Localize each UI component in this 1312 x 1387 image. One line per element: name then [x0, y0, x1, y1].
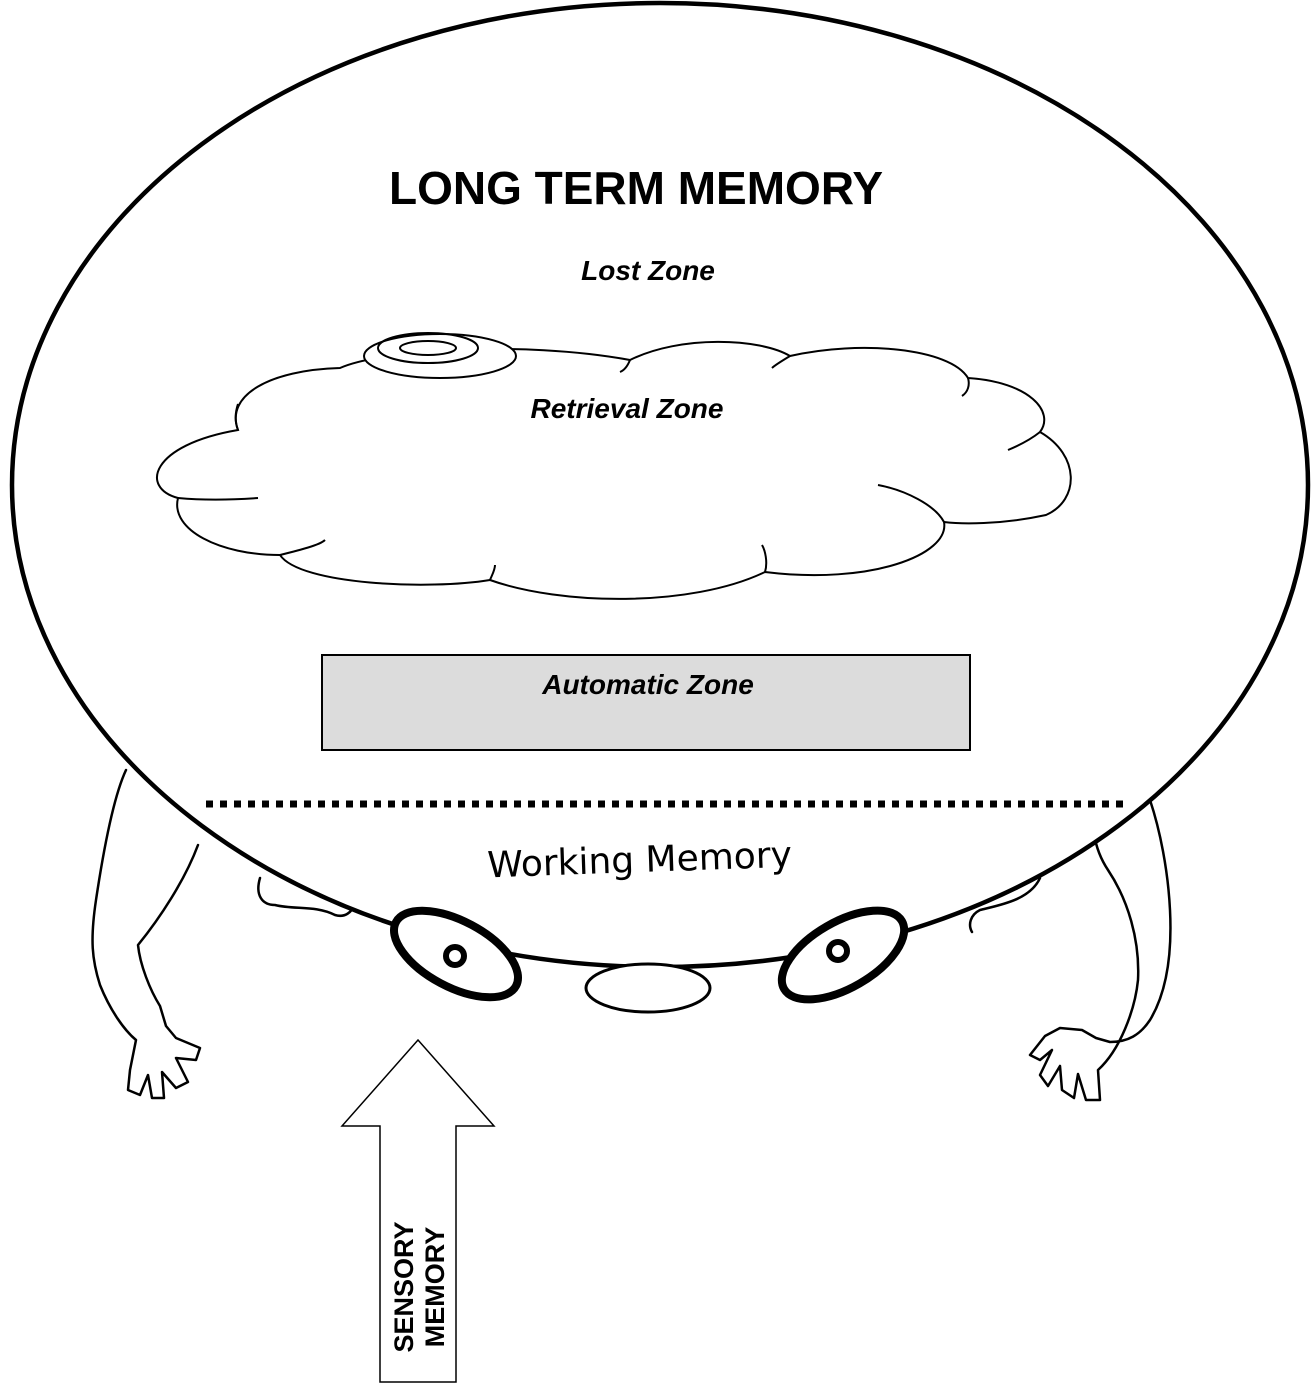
retrieval-zone-cloud: [156, 340, 1072, 600]
automatic-zone-box: [321, 654, 971, 751]
retrieval-zone-label: Retrieval Zone: [531, 393, 724, 424]
sensory-memory-arrow: [340, 1038, 496, 1383]
mouth-icon: [584, 962, 712, 1014]
right-eye-icon: [777, 906, 909, 1004]
left-arm: [91, 768, 356, 1100]
sensory-memory-label: SENSORY MEMORY: [389, 1221, 450, 1352]
disc-icon: [363, 332, 517, 379]
long-term-memory-ellipse: [9, 0, 1311, 970]
automatic-zone-label: Automatic Zone: [541, 669, 754, 700]
svg-text:MEMORY: MEMORY: [420, 1227, 450, 1348]
right-arm: [968, 798, 1172, 1102]
left-eye-icon: [389, 906, 523, 1002]
svg-text:SENSORY: SENSORY: [389, 1221, 419, 1352]
page-title: LONG TERM MEMORY: [389, 162, 883, 214]
lost-zone-label: Lost Zone: [581, 255, 715, 286]
